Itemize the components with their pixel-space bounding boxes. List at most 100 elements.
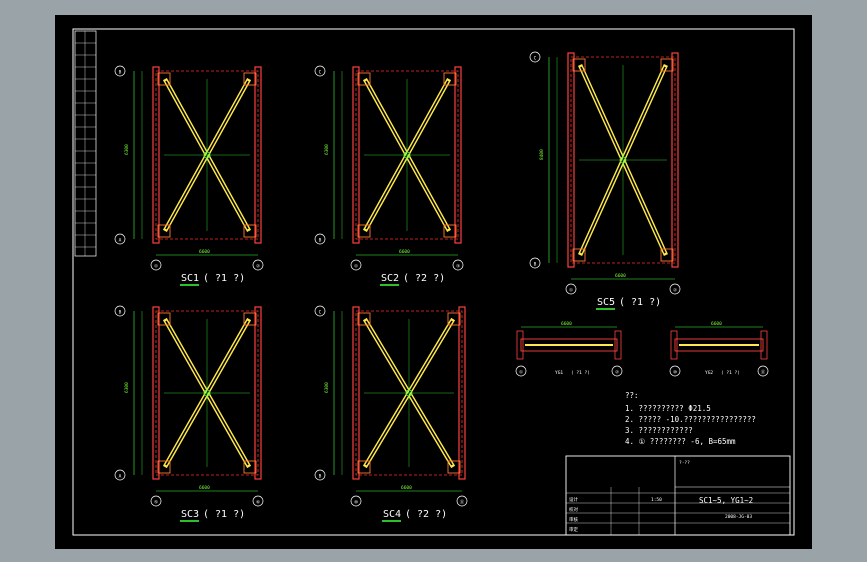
column-right [254,306,262,480]
elevation-suffix: ( ?1 ?) [203,273,245,284]
grid-outline [355,310,463,476]
row-bubble-top: B [119,70,122,76]
row-bubble-bottom-circle [314,233,326,245]
gusset-plate [447,312,461,326]
axis-bubble-left: ⑤ [154,500,159,506]
dim-width: 6600 [199,485,210,491]
axis-bubble-right-circle [452,259,464,271]
column-left [352,66,360,244]
center-node [405,389,413,397]
row-bubble-top: C [319,70,322,76]
axis-bubble-left: ⑩ [354,500,359,506]
beam-axis-right-circle [757,365,769,377]
axis-bubble-left-circle [565,283,577,295]
axis-bubble-right: ② [256,264,261,270]
row-bubble-top: C [319,310,322,316]
elevation-title: SC5 [597,297,615,308]
axis-bubble-right-circle [456,495,468,507]
beam-column-right [614,330,622,360]
row-bubble-bottom: B [319,474,322,480]
axis-bubble-right: ⑥ [256,500,261,506]
column-left [567,52,575,268]
row-bubble-top: B [119,310,122,316]
beam-outline [520,338,618,352]
beam-axis-right-circle [611,365,623,377]
elevation-sc3: 6600 6300 ⑤ ⑥ A B SC3 ( ?1 ?) [114,305,264,522]
beam-axis-right: ⑪ [761,369,766,376]
gusset-plate [157,312,171,326]
row-bubble-top-circle [314,305,326,317]
elevation-title: SC1 [181,273,199,284]
elevation-suffix: ( ?2 ?) [405,509,447,520]
beam-title: YG1 [555,370,563,376]
gusset-plate [660,248,674,262]
grid-outline [355,70,459,240]
notes-line: 4. ① ???????? -6, B=65mm [625,437,736,446]
grid-outline [155,70,259,240]
row-bubble-top: C [534,56,537,62]
dim-width: 6600 [399,249,410,255]
beam-column-right [760,330,768,360]
gusset-plate [357,72,371,86]
gusset-plate [157,460,171,474]
beam-axis-left: ① [519,370,524,376]
gusset-plate [357,460,371,474]
notes-line: 1. ?????????? Φ21.5 [625,404,711,413]
notes-line: 3. ???????????? [625,426,693,435]
elevation-suffix: ( ?1 ?) [203,509,245,520]
gusset-plate [572,248,586,262]
column-right [254,66,262,244]
row-bubble-bottom-circle [114,233,126,245]
row-bubble-top-circle [314,65,326,77]
title-block-project: ?·?? [679,460,690,466]
title-block-row-label: 审核 [569,516,578,523]
sheet-border [72,28,795,536]
beam-title: YG2 [705,370,713,376]
notes-line: 2. ????? -10.???????????????? [625,415,756,424]
gusset-plate [660,58,674,72]
row-bubble-bottom: B [534,262,537,268]
beam-column-left [516,330,524,360]
axis-bubble-left-circle [350,259,362,271]
elevation-title: SC3 [181,509,199,520]
beam-axis-left-circle [669,365,681,377]
gusset-plate [243,224,257,238]
row-bubble-top-circle [114,65,126,77]
gusset-plate [443,224,457,238]
row-bubble-top-circle [529,51,541,63]
gusset-plate [357,312,371,326]
dim-width: 6600 [615,273,626,279]
grid-outline [570,56,676,264]
elevation-title: SC4 [383,509,401,520]
row-bubble-bottom: A [119,474,122,480]
column-right [454,66,462,244]
axis-bubble-left-circle [150,259,162,271]
axis-bubble-right: ⑪ [460,499,465,506]
elevation-suffix: ( ?2 ?) [403,273,445,284]
title-block-outline [565,455,791,536]
center-node [619,156,627,164]
dim-width: 6600 [199,249,210,255]
title-block-drawing-no: 2008-JG-03 [725,514,752,520]
beam-span: 6600 [711,321,722,327]
beam-suffix: ( ?1 ?) [721,370,740,376]
center-node [203,151,211,159]
dim-height: 6300 [324,382,330,393]
beam-axis-left-circle [515,365,527,377]
gusset-plate [357,224,371,238]
row-bubble-bottom-circle [314,469,326,481]
gusset-plate [243,312,257,326]
beam-axis-left: ⑩ [673,370,678,376]
axis-bubble-right-circle [252,259,264,271]
row-bubble-bottom-circle [114,469,126,481]
dim-height: 6300 [124,382,130,393]
title-block-row-label: 设计 [569,496,578,503]
